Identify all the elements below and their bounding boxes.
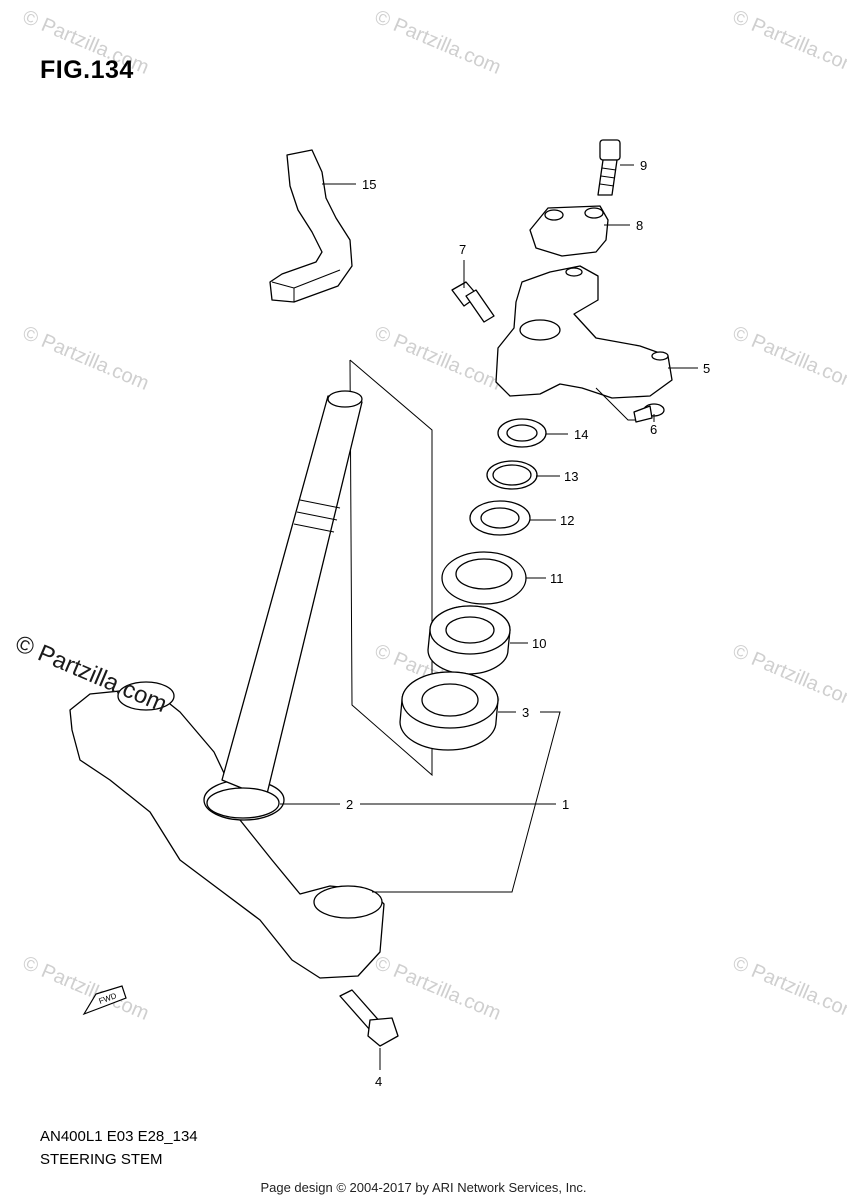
copyright-notice: Page design © 2004-2017 by ARI Network S… (260, 1180, 587, 1195)
bolt-part-4 (339, 989, 399, 1047)
bearing-part-10 (427, 605, 511, 675)
hose-part (269, 149, 353, 303)
callout-7: 7 (459, 242, 466, 257)
leader-lines (280, 164, 698, 1070)
bolt-part-9 (597, 139, 621, 196)
section-title: STEERING STEM (40, 1151, 163, 1168)
figure-title: FIG.134 (40, 56, 134, 84)
seal-part-11 (441, 551, 527, 605)
upper-bracket-part-5 (495, 265, 673, 421)
callout-1: 1 (562, 797, 569, 812)
bolt-part-7 (451, 281, 495, 323)
callout-13: 13 (564, 469, 578, 484)
callout-4: 4 (375, 1074, 382, 1089)
callout-10: 10 (532, 636, 546, 651)
nut-part-12 (469, 500, 531, 536)
callout-8: 8 (636, 218, 643, 233)
callout-2: 2 (346, 797, 353, 812)
callout-11: 11 (550, 571, 564, 586)
callout-5: 5 (703, 361, 710, 376)
model-code: AN400L1 E03 E28_134 (40, 1128, 198, 1145)
callout-15: 15 (362, 177, 376, 192)
bearing-part-3 (399, 671, 499, 751)
seal-part-2 (206, 787, 280, 819)
screw-part-6 (633, 403, 665, 423)
assembly-outline (349, 359, 433, 777)
forward-arrow-icon: FWD (82, 985, 127, 1016)
callout-14: 14 (574, 427, 588, 442)
callout-12: 12 (560, 513, 574, 528)
callout-6: 6 (650, 422, 657, 437)
callout-9: 9 (640, 158, 647, 173)
clamp-part-8 (529, 205, 609, 257)
callout-3: 3 (522, 705, 529, 720)
nut-part-14 (497, 418, 547, 448)
washer-part-13 (486, 460, 538, 490)
